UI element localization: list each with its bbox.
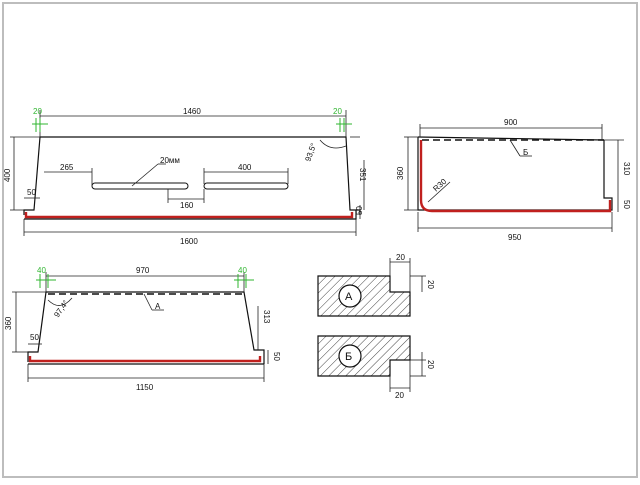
d1-right-lip: 50 — [355, 206, 364, 215]
d1-slot-gap: 160 — [180, 201, 194, 210]
d1-slot-length: 400 — [238, 163, 252, 172]
d2-left-height: 360 — [396, 166, 405, 180]
d1-left-green: 20 — [33, 107, 42, 116]
d1-lip-height: 50 — [27, 188, 36, 197]
drawing-2-panel: 900 360 R30 Б 310 50 950 — [396, 118, 631, 242]
d3-left-green: 40 — [37, 266, 46, 275]
d2-right-height: 310 — [622, 162, 631, 176]
slot-right — [203, 182, 289, 190]
drawing-3-panel: 970 40 40 360 97,4° А 50 313 50 — [4, 266, 281, 392]
detail-a-label: А — [345, 291, 353, 303]
detail-b-label: Б — [345, 351, 352, 363]
detail-b-dim-side: 20 — [426, 360, 435, 369]
d3-right-lip: 50 — [272, 352, 281, 361]
d1-right-green: 20 — [333, 107, 342, 116]
d1-slot-width-label: 20мм — [160, 156, 180, 165]
d1-right-height: 351 — [358, 168, 367, 182]
detail-a-dim-top: 20 — [396, 253, 405, 262]
d1-slot-offset: 265 — [60, 163, 74, 172]
d3-lip-height: 50 — [30, 333, 39, 342]
d3-marker: А — [155, 302, 161, 311]
d2-marker: Б — [523, 148, 528, 157]
d3-top-total: 970 — [136, 266, 150, 275]
drawing-1-panel: 1460 20 20 400 265 20мм 400 160 — [3, 107, 367, 246]
detail-b-dim-bottom: 20 — [395, 391, 404, 400]
detail-a-section: А 20 20 — [317, 253, 435, 317]
d1-top-total: 1460 — [183, 107, 201, 116]
detail-b-section: Б 20 20 — [317, 335, 435, 400]
d1-angle: 93,5° — [303, 142, 318, 163]
d3-right-green: 40 — [238, 266, 247, 275]
d2-top-total: 900 — [504, 118, 518, 127]
d3-bottom-total: 1150 — [136, 383, 154, 392]
d2-radius: R30 — [431, 177, 448, 194]
d1-left-height: 400 — [3, 168, 12, 182]
sheet-border — [2, 2, 638, 478]
d2-bottom-total: 950 — [508, 233, 522, 242]
d3-left-height: 360 — [4, 316, 13, 330]
slot-left — [91, 182, 189, 190]
d3-right-height: 313 — [262, 310, 271, 324]
detail-a-dim-side: 20 — [426, 280, 435, 289]
d2-right-lip: 50 — [622, 200, 631, 209]
d1-bottom-total: 1600 — [180, 237, 198, 246]
